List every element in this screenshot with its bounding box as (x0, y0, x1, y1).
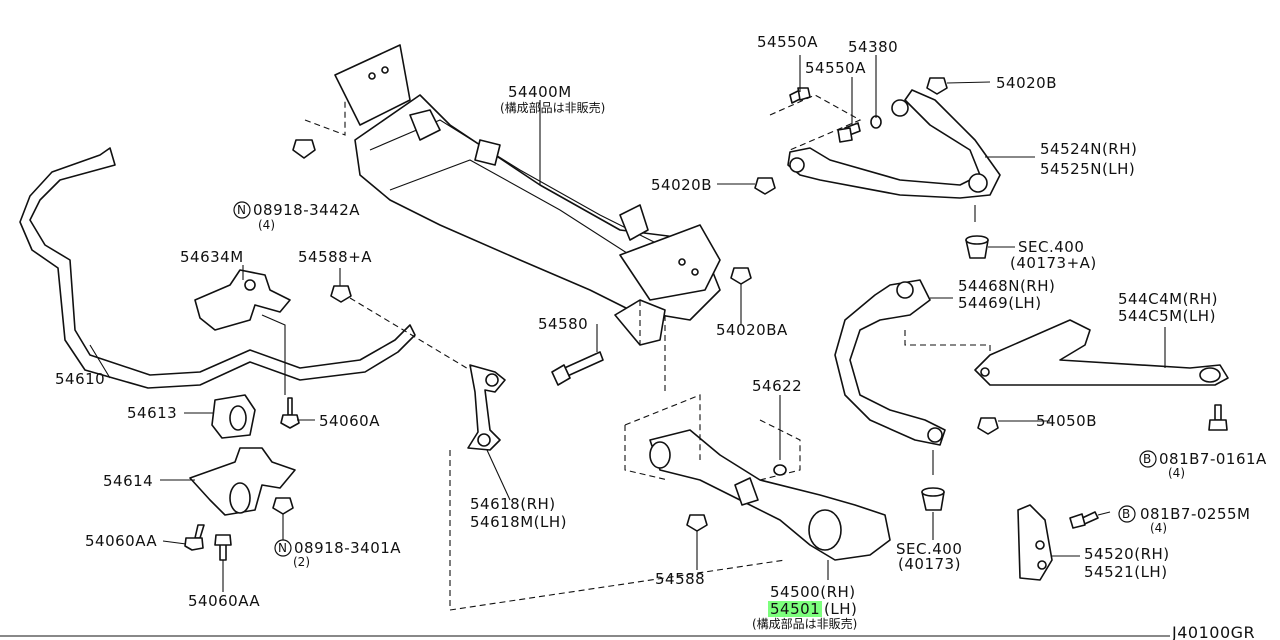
label-54634m: 54634M (180, 248, 244, 266)
leader-lines (0, 55, 1170, 637)
mark-n-circle-2 (274, 539, 292, 557)
label-54400m: 54400M (508, 83, 572, 101)
label-54020ba: 54020BA (716, 321, 788, 339)
bolt-54060aa-2 (214, 534, 232, 561)
mark-b-circle-2 (1118, 505, 1136, 523)
bracket-54634m (194, 269, 291, 331)
label-54618: 54618(RH) (470, 495, 556, 513)
label-54520: 54520(RH) (1084, 545, 1170, 563)
label-54524n: 54524N(RH) (1040, 140, 1137, 158)
nut-08918-3442a (292, 139, 316, 159)
label-54588: 54588 (655, 570, 705, 588)
label-54060aa-1: 54060AA (85, 532, 157, 550)
lower-link-54500 (649, 429, 891, 561)
upper-arm-54524n (787, 89, 1001, 199)
rod-544c4m (974, 319, 1229, 386)
nut-54050b (977, 417, 999, 435)
label-54501: 54501 (770, 600, 820, 618)
nut-54020b-top (926, 77, 948, 95)
nut-54020ba (730, 267, 752, 285)
highlight-54501 (768, 601, 822, 617)
mark-n-1: N (237, 203, 246, 217)
label-08918-3401a-qty: (2) (293, 555, 310, 569)
bolt-54550a-2 (837, 122, 861, 143)
label-54613: 54613 (127, 404, 177, 422)
label-54501-note: (構成部品は非販売) (752, 616, 857, 631)
mark-b-2: B (1122, 507, 1130, 521)
bolt-54060a (280, 397, 300, 429)
diagram-code: J40100GR (1171, 623, 1255, 640)
label-54400m-note: (構成部品は非販売) (500, 100, 605, 115)
mark-b-1: B (1143, 452, 1151, 466)
label-081b7-0255m-qty: (4) (1150, 521, 1167, 535)
label-54501-side: (LH) (824, 600, 857, 618)
label-sec400-a-ref: (40173+A) (1010, 254, 1097, 272)
label-08918-3401a: 08918-3401A (294, 539, 401, 557)
label-54618m: 54618M(LH) (470, 513, 567, 531)
label-544c4m: 544C4M(RH) (1118, 290, 1218, 308)
label-sec400-a: SEC.400 (1018, 238, 1084, 256)
label-081b7-0161a: 081B7-0161A (1159, 450, 1267, 468)
label-54500: 54500(RH) (770, 583, 856, 601)
label-08918-3442a-qty: (4) (258, 218, 275, 232)
label-54060aa-2: 54060AA (188, 592, 260, 610)
arm-54468n (834, 279, 946, 446)
label-08918-3442a: 08918-3442A (253, 201, 360, 219)
boot-40173 (921, 487, 945, 511)
bolt-081b7-0161a (1208, 404, 1228, 431)
label-54380: 54380 (848, 38, 898, 56)
nut-08918-3401a (272, 497, 294, 515)
label-54622: 54622 (752, 377, 802, 395)
nut-54588 (686, 514, 708, 532)
label-sec400-b-ref: (40173) (898, 555, 961, 573)
label-081b7-0255m: 081B7-0255M (1140, 505, 1251, 523)
mark-n-circle (233, 201, 251, 219)
mark-n-2: N (278, 541, 287, 555)
stabilizer-link-54618 (467, 364, 506, 451)
label-54020b-mid: 54020B (651, 176, 712, 194)
bolt-54580 (551, 351, 604, 386)
label-54525n: 54525N(LH) (1040, 160, 1135, 178)
label-54580: 54580 (538, 315, 588, 333)
label-54550a: 54550A (805, 59, 866, 77)
label-54550a-top: 54550A (757, 33, 818, 51)
label-54469: 54469(LH) (958, 294, 1042, 312)
bolt-081b7-0255m (1069, 511, 1099, 529)
nut-54020b-mid (754, 177, 776, 195)
label-54610: 54610 (55, 370, 105, 388)
label-544c5m: 544C5M(LH) (1118, 307, 1216, 325)
bushing-54613 (211, 394, 256, 439)
nut-54588a (330, 285, 352, 303)
bracket-54614 (189, 447, 296, 516)
stabilizer-bar-part (19, 147, 416, 389)
label-54050b: 54050B (1036, 412, 1097, 430)
label-sec400-b: SEC.400 (896, 540, 962, 558)
bolt-54060aa-1 (184, 524, 205, 551)
label-54521: 54521(LH) (1084, 563, 1168, 581)
mark-b-circle-1 (1139, 450, 1157, 468)
crossmember-part (334, 44, 721, 346)
bracket-54520 (1017, 504, 1053, 581)
label-54588a: 54588+A (298, 248, 372, 266)
label-081b7-0161a-qty: (4) (1168, 466, 1185, 480)
label-54468n: 54468N(RH) (958, 277, 1055, 295)
label-54060a: 54060A (319, 412, 380, 430)
label-54020b-top: 54020B (996, 74, 1057, 92)
label-54614: 54614 (103, 472, 153, 490)
boot-40173-a (965, 235, 989, 259)
bolt-54550a (789, 87, 811, 104)
washer-54622 (773, 464, 787, 476)
